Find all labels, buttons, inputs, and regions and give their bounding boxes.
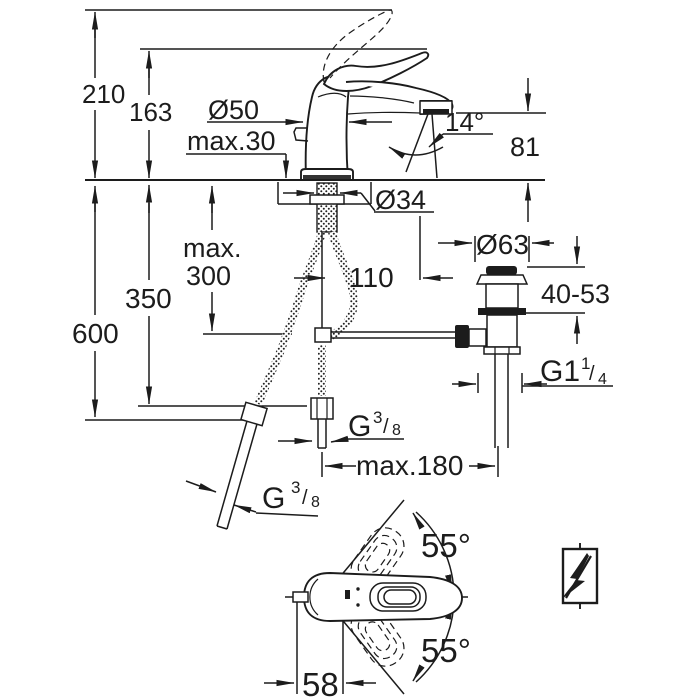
label-hose-drop-word: max. bbox=[183, 233, 242, 263]
supply-hoses bbox=[216, 230, 359, 530]
mounting-shank bbox=[309, 182, 345, 233]
label-lever-axis-offset: 58 bbox=[302, 666, 339, 700]
pop-up-rod-knob bbox=[293, 127, 309, 142]
side-port bbox=[292, 591, 309, 603]
hose-collar bbox=[239, 401, 269, 427]
drain-waste-assembly bbox=[455, 266, 529, 448]
pop-up-rod bbox=[314, 232, 456, 343]
label-body-diameter: Ø50 bbox=[208, 95, 259, 125]
faucet-side-view bbox=[293, 9, 454, 181]
dimension-g1-1-4: G1 1 / 4 bbox=[452, 354, 613, 388]
label-waste-flange-diameter: Ø63 bbox=[476, 229, 529, 260]
dimension-angle14: 14° bbox=[388, 107, 493, 159]
lightning-bolt-icon bbox=[561, 543, 599, 609]
dimension-g3-8-hose: G 3 / 8 bbox=[185, 478, 320, 517]
dimension-81: 81 bbox=[510, 78, 540, 222]
waste-flange bbox=[475, 274, 529, 285]
waste-cap bbox=[486, 266, 517, 275]
supply-nut bbox=[310, 397, 334, 420]
label-waste-thread: G1 1 / 4 bbox=[540, 354, 607, 388]
dimension-dia63: Ø63 bbox=[438, 229, 554, 260]
dimension-350: 350 bbox=[125, 184, 172, 405]
label-flex-hose-thread: G 3 / 8 bbox=[262, 478, 320, 515]
dimension-210: 210 bbox=[82, 11, 125, 179]
faucet-lever-raised-dashed bbox=[322, 9, 393, 83]
label-aerator-angle: 14° bbox=[445, 107, 484, 137]
label-hose-drop-value: 300 bbox=[186, 261, 231, 291]
label-deck-clamping-range: 40-53 bbox=[541, 279, 610, 309]
label-rod-offset: 110 bbox=[349, 262, 394, 293]
label-overall-height: 210 bbox=[82, 79, 125, 109]
dimension-dia34: Ø34 bbox=[283, 185, 434, 215]
label-swivel-lower: 55° bbox=[421, 632, 471, 669]
dimension-40-53: 40-53 bbox=[541, 236, 610, 344]
waste-actuator-knob bbox=[455, 325, 469, 348]
label-swivel-upper: 55° bbox=[421, 527, 471, 564]
label-hose-length-mid: 350 bbox=[125, 283, 172, 314]
dimension-max180: max.180 bbox=[324, 450, 496, 481]
label-lever-height: 163 bbox=[129, 97, 172, 127]
water-stream-line bbox=[431, 113, 438, 179]
label-deck-thickness: max.30 bbox=[187, 126, 276, 156]
dimension-max300: max. 300 bbox=[183, 185, 242, 332]
faucet-top-outline bbox=[303, 572, 463, 622]
label-spout-outlet-height: 81 bbox=[510, 132, 540, 162]
dimension-110: 110 bbox=[294, 262, 453, 293]
dimension-g3-8-supply: G 3 / 8 bbox=[278, 408, 404, 445]
dimension-58: 58 bbox=[264, 666, 376, 700]
dimension-max30: max.30 bbox=[186, 126, 290, 179]
label-spout-reach: max.180 bbox=[356, 450, 463, 481]
waste-locknut bbox=[483, 346, 521, 355]
label-supply-pipe-thread: G 3 / 8 bbox=[348, 408, 401, 443]
dimension-dia50: Ø50 bbox=[207, 95, 392, 126]
waste-washer bbox=[478, 308, 526, 315]
water-stream-line-angled bbox=[405, 113, 429, 173]
dimension-163: 163 bbox=[129, 50, 172, 179]
dimension-600: 600 bbox=[72, 185, 119, 418]
faucet-top-view: 55° 55° bbox=[285, 499, 471, 695]
label-hose-length-long: 600 bbox=[72, 318, 119, 349]
label-shank-diameter: Ø34 bbox=[375, 185, 426, 215]
